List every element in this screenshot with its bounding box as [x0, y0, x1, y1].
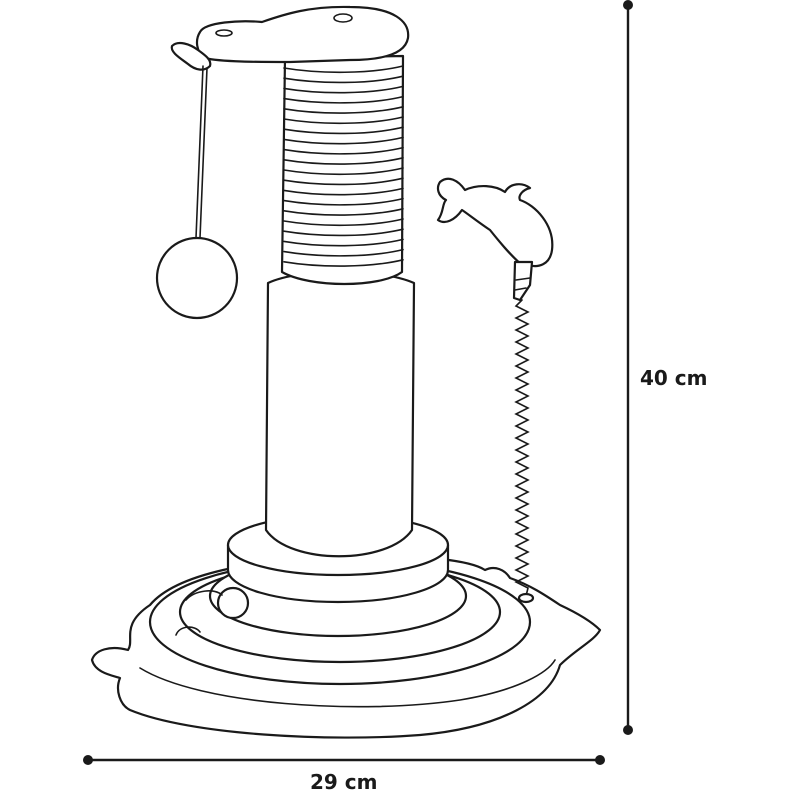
rope-coil — [283, 116, 404, 125]
height-dimension-line — [623, 0, 633, 735]
spring-wire — [514, 299, 530, 597]
width-dimension-line — [83, 755, 605, 765]
rope-coil — [283, 177, 404, 186]
rope-coil — [283, 157, 404, 165]
height-label: 40 cm — [640, 366, 708, 390]
string-knot — [170, 41, 212, 71]
rope-coil — [283, 146, 404, 155]
rope-coil — [283, 218, 404, 227]
arm-hole-left — [215, 29, 233, 37]
rope-coil — [283, 136, 404, 145]
top-arm — [195, 5, 410, 64]
post-lower — [264, 270, 416, 558]
rope-coil — [283, 197, 404, 206]
hanging-ball-toy — [155, 41, 239, 320]
rope-coil — [283, 65, 404, 74]
rope-coil — [283, 208, 404, 216]
sisal-rope-section — [280, 54, 405, 286]
rope-coil — [283, 95, 404, 104]
width-label: 29 cm — [310, 770, 378, 794]
ball-string — [195, 65, 204, 239]
rope-coil — [283, 106, 404, 114]
mouse-body — [436, 177, 554, 268]
rope-coil — [283, 85, 404, 94]
rope-coil — [283, 187, 404, 196]
spring-anchor — [517, 592, 535, 604]
track-ball — [216, 586, 250, 620]
rope-coil — [283, 259, 404, 267]
rope-coil — [283, 167, 404, 176]
rope-coil — [283, 248, 404, 257]
spring-mouse-toy — [436, 177, 554, 604]
mouse-clip — [512, 260, 534, 302]
rope-coil — [283, 126, 404, 135]
rope-coil — [283, 238, 404, 247]
rope-coil — [283, 228, 404, 237]
pompom-ball — [155, 236, 239, 320]
rope-coil — [283, 75, 404, 84]
arm-hole-right — [333, 13, 353, 23]
